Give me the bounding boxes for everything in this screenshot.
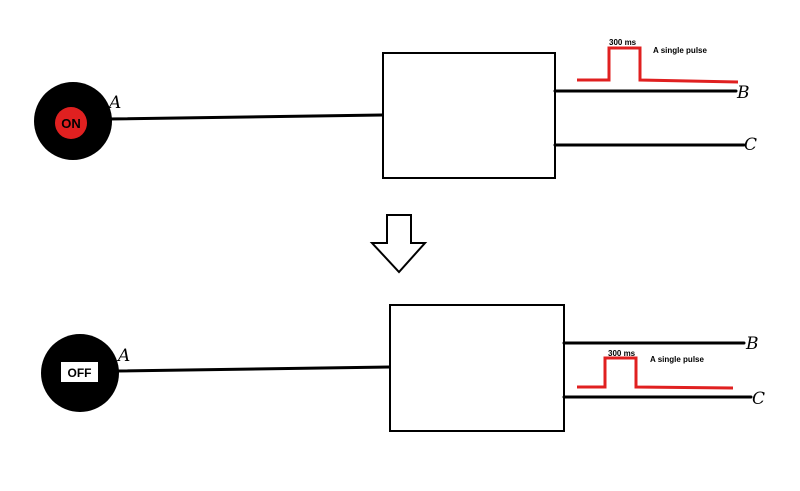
pulse-waveform — [577, 356, 734, 390]
output-label-b: B — [745, 334, 759, 354]
top-diagram: ON A B C 300 ms A single pulse — [34, 38, 757, 179]
output-label-b: B — [736, 83, 750, 103]
pulse-waveform — [577, 46, 739, 84]
output-label-c: C — [744, 135, 757, 155]
pulse-caption: A single pulse — [650, 355, 704, 364]
on-switch-face — [55, 107, 87, 139]
off-switch-label: OFF — [68, 366, 92, 380]
input-wire — [114, 365, 392, 373]
input-wire — [106, 113, 385, 121]
on-switch-label: ON — [61, 116, 81, 131]
control-box — [389, 304, 565, 432]
input-label-a: A — [107, 93, 121, 113]
bottom-diagram: OFF A B C 300 ms A single pulse — [41, 304, 765, 432]
on-switch[interactable]: ON — [34, 82, 112, 160]
output-label-c: C — [752, 389, 765, 409]
off-switch[interactable]: OFF — [41, 334, 119, 412]
down-arrow-icon — [369, 214, 428, 274]
input-label-a: A — [116, 346, 130, 366]
off-switch-face — [61, 362, 98, 382]
pulse-duration-label: 300 ms — [608, 349, 636, 358]
control-box — [382, 52, 556, 179]
pulse-caption: A single pulse — [653, 46, 707, 55]
pulse-duration-label: 300 ms — [609, 38, 637, 47]
